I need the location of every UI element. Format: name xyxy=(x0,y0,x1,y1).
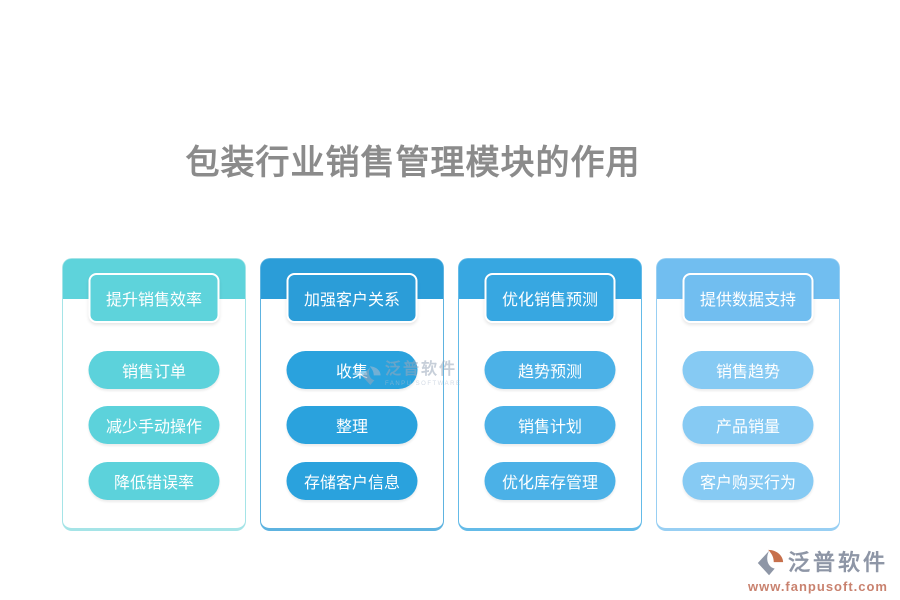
benefit-cards-row: 提升销售效率 销售订单 减少手动操作 降低错误率 加强客户关系 收集 整理 存储… xyxy=(62,258,840,531)
card-sales-efficiency: 提升销售效率 销售订单 减少手动操作 降低错误率 xyxy=(62,258,246,531)
card-item: 客户购买行为 xyxy=(682,462,814,500)
card-item: 销售趋势 xyxy=(682,351,814,389)
footer-brand: 泛普软件 www.fanpusoft.com xyxy=(748,548,888,593)
card-customer-relations: 加强客户关系 收集 整理 存储客户信息 xyxy=(260,258,444,531)
card-header-label: 提升销售效率 xyxy=(88,273,220,323)
card-item: 整理 xyxy=(286,406,418,444)
card-item: 销售订单 xyxy=(88,351,220,389)
page-title: 包装行业销售管理模块的作用 xyxy=(185,144,641,182)
fanpu-logo-icon xyxy=(757,549,784,576)
card-item: 产品销量 xyxy=(682,406,814,444)
card-item: 存储客户信息 xyxy=(286,462,418,500)
footer-brand-url: www.fanpusoft.com xyxy=(747,579,888,594)
card-header-label: 提供数据支持 xyxy=(682,273,814,323)
card-header-label: 优化销售预测 xyxy=(484,273,616,323)
card-item: 趋势预测 xyxy=(484,351,616,389)
card-item: 降低错误率 xyxy=(88,462,220,500)
card-item: 销售计划 xyxy=(484,406,616,444)
footer-brand-name: 泛普软件 xyxy=(787,550,888,575)
card-sales-forecast: 优化销售预测 趋势预测 销售计划 优化库存管理 xyxy=(458,258,642,531)
card-header-label: 加强客户关系 xyxy=(286,273,418,323)
card-item: 收集 xyxy=(286,351,418,389)
card-data-support: 提供数据支持 销售趋势 产品销量 客户购买行为 xyxy=(656,258,840,531)
card-item: 优化库存管理 xyxy=(484,462,616,500)
card-item: 减少手动操作 xyxy=(88,406,220,444)
